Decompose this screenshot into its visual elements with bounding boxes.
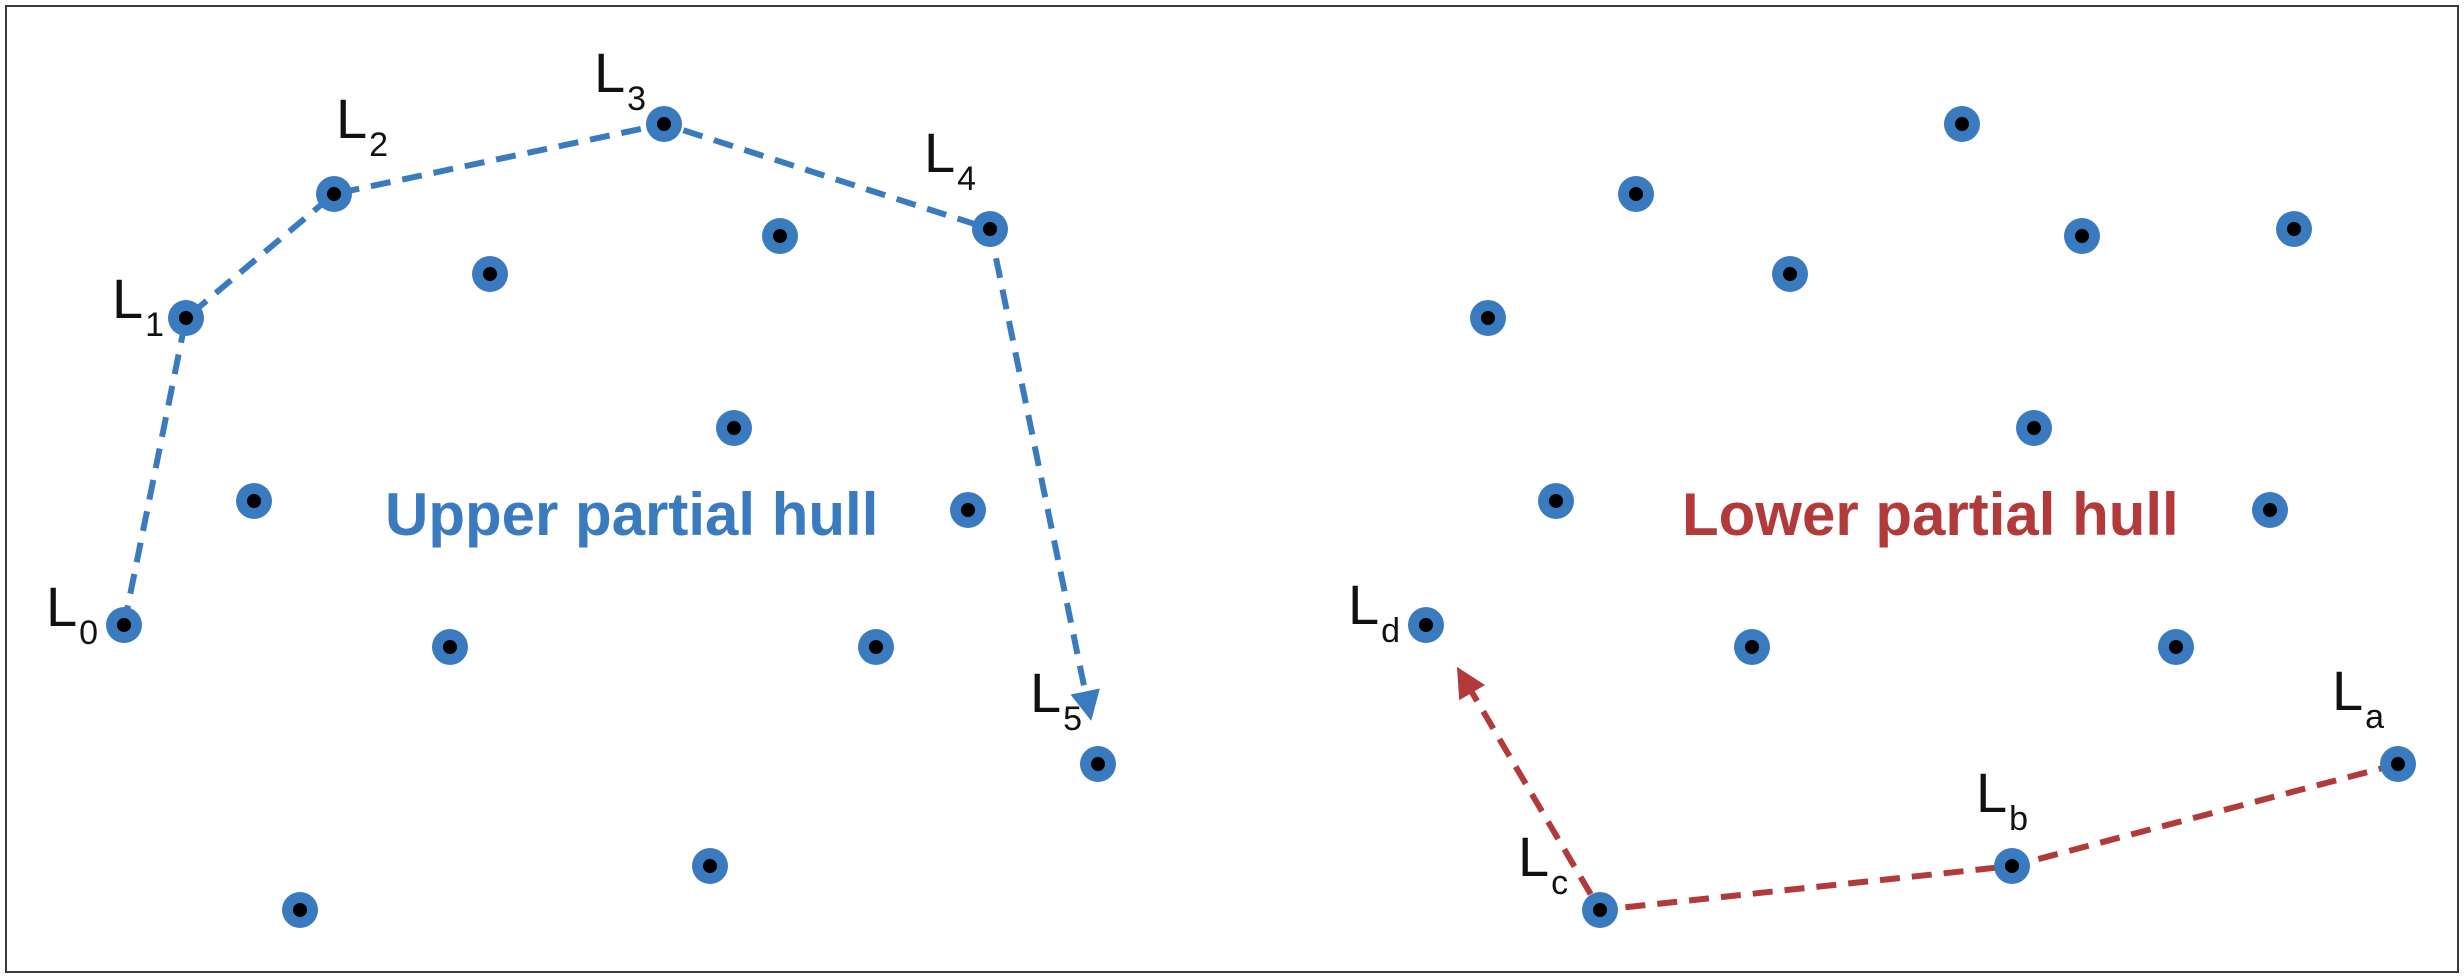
lower-hull-point <box>1772 256 1808 292</box>
upper-hull-point <box>236 483 272 519</box>
lower-hull-label-b: Lb <box>1976 761 2028 838</box>
upper-hull-label-2: L2 <box>336 87 388 164</box>
upper-hull-point-center <box>869 640 883 654</box>
upper-hull-point <box>950 492 986 528</box>
upper-hull-point <box>692 848 728 884</box>
lower-hull-point-center <box>2027 421 2041 435</box>
upper-hull-point-center <box>961 503 975 517</box>
lower-hull-point <box>1618 176 1654 212</box>
lower-hull-point <box>2016 410 2052 446</box>
upper-hull-point-center <box>657 117 671 131</box>
lower-hull-point-center <box>1481 311 1495 325</box>
lower-hull-label-c: Lc <box>1518 825 1568 902</box>
upper-hull-point <box>646 106 682 142</box>
lower-hull-point <box>1408 607 1444 643</box>
lower-hull-point <box>2380 746 2416 782</box>
upper-hull-point-center <box>1091 757 1105 771</box>
lower-hull-label-a: La <box>2332 659 2384 736</box>
lower-hull-point-center <box>1783 267 1797 281</box>
lower-hull-point <box>1470 300 1506 336</box>
diagram-frame <box>5 5 2459 973</box>
lower-hull-point-center <box>2169 640 2183 654</box>
upper-hull-point <box>282 892 318 928</box>
lower-hull-point <box>1582 892 1618 928</box>
upper-hull-path <box>121 120 1100 721</box>
upper-hull-label-4: L4 <box>924 121 976 198</box>
lower-hull-point <box>1994 848 2030 884</box>
upper-hull-title: Upper partial hull <box>385 481 878 548</box>
lower-hull-path <box>1456 666 2399 914</box>
upper-hull-point-center <box>443 640 457 654</box>
upper-hull-point <box>472 256 508 292</box>
lower-hull-point-center <box>1549 494 1563 508</box>
upper-hull-label-5: L5 <box>1030 661 1082 738</box>
lower-hull-point-center <box>2005 859 2019 873</box>
lower-hull-title: Lower partial hull <box>1682 481 2179 548</box>
lower-hull-point-center <box>1955 117 1969 131</box>
lower-hull-point-center <box>1593 903 1607 917</box>
lower-hull-label-d: Ld <box>1348 573 1400 650</box>
upper-hull-point <box>432 629 468 665</box>
upper-hull-point-center <box>727 421 741 435</box>
lower-hull-point-center <box>2075 229 2089 243</box>
upper-hull-label-3: L3 <box>594 41 646 118</box>
upper-hull-point <box>316 176 352 212</box>
upper-hull-point-center <box>983 222 997 236</box>
lower-hull-point-center <box>2391 757 2405 771</box>
lower-hull-point-center <box>1629 187 1643 201</box>
lower-hull-points <box>1408 106 2416 928</box>
lower-hull-point-center <box>2263 503 2277 517</box>
lower-hull-point <box>2252 492 2288 528</box>
lower-hull-point <box>2158 629 2194 665</box>
upper-hull-point <box>858 629 894 665</box>
lower-hull-point <box>2276 211 2312 247</box>
lower-hull-point <box>1944 106 1980 142</box>
lower-hull-point <box>1734 629 1770 665</box>
upper-hull-point-center <box>483 267 497 281</box>
lower-hull-point-center <box>1419 618 1433 632</box>
upper-hull-point-center <box>703 859 717 873</box>
upper-hull-point <box>168 300 204 336</box>
upper-hull-point <box>716 410 752 446</box>
upper-hull-label-1: L1 <box>112 267 164 344</box>
upper-hull-point-center <box>117 618 131 632</box>
upper-hull-point <box>1080 746 1116 782</box>
upper-hull-point <box>106 607 142 643</box>
upper-hull-points <box>106 106 1116 928</box>
lower-hull-point-center <box>2287 222 2301 236</box>
upper-hull-point <box>762 218 798 254</box>
lower-hull-point <box>1538 483 1574 519</box>
upper-hull-point-center <box>327 187 341 201</box>
upper-hull-point-center <box>179 311 193 325</box>
upper-hull-point-center <box>293 903 307 917</box>
lower-hull-point <box>2064 218 2100 254</box>
upper-hull-point-center <box>247 494 261 508</box>
upper-hull-point-center <box>773 229 787 243</box>
lower-hull-point-center <box>1745 640 1759 654</box>
upper-hull-label-0: L0 <box>46 575 98 652</box>
upper-hull-point <box>972 211 1008 247</box>
